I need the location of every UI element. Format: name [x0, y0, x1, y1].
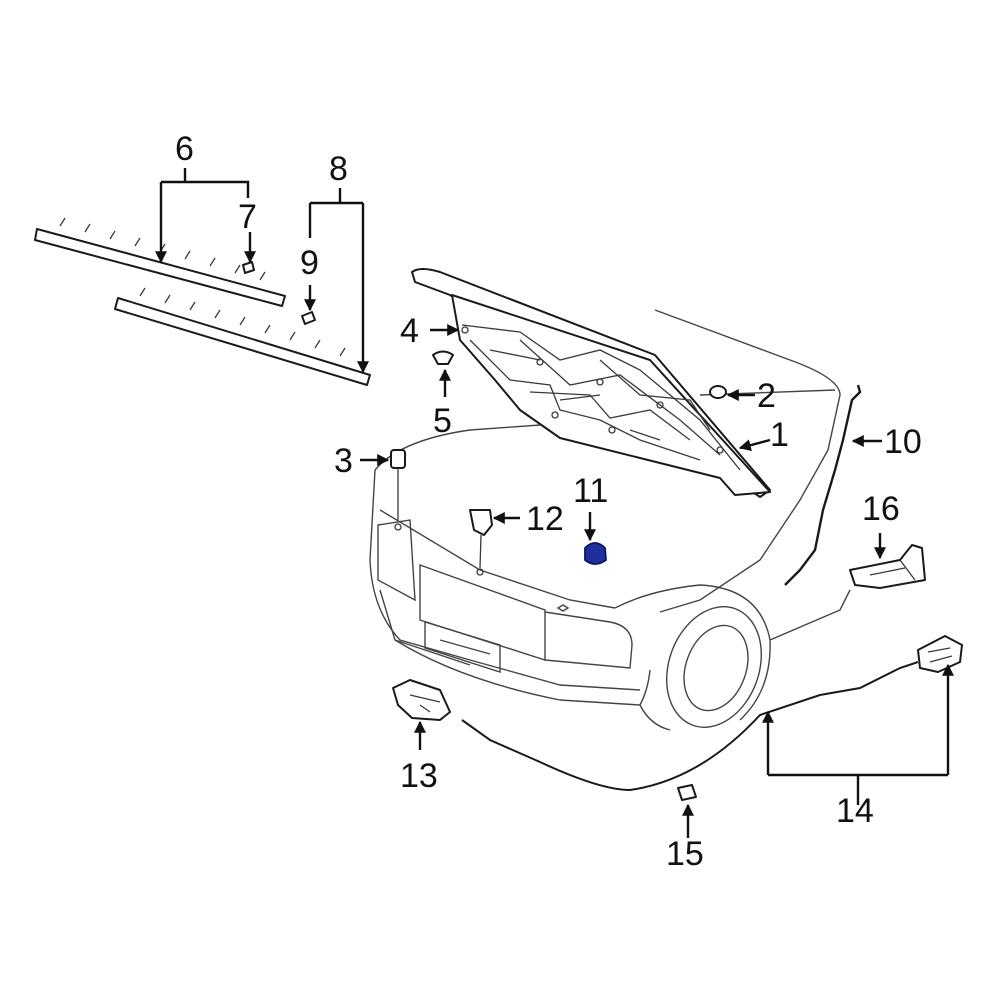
support-rod-part-3 [390, 449, 406, 520]
hinge-part-16 [849, 544, 926, 589]
callout-3: 3 [334, 442, 353, 480]
hood-moulding-upper [34, 217, 286, 307]
callout-6: 6 [175, 130, 194, 168]
cushion-part-2 [709, 385, 727, 399]
callout-8: 8 [329, 150, 348, 188]
callout-15: 15 [666, 835, 704, 873]
callout-7: 7 [238, 198, 257, 236]
callout-1: 1 [770, 416, 789, 454]
hood-panel [411, 268, 771, 498]
bracket-part-12 [469, 509, 493, 569]
callout-4: 4 [400, 312, 419, 350]
callout-16: 16 [862, 490, 900, 528]
clip-part-15 [677, 784, 697, 801]
clip-part-9 [301, 311, 316, 325]
callout-5: 5 [433, 402, 452, 440]
bumper-part-11-highlighted [584, 542, 607, 565]
callout-13: 13 [400, 757, 438, 795]
callout-11: 11 [573, 472, 608, 510]
lock-part-13 [392, 679, 451, 721]
callout-labels: 1 2 3 4 5 6 7 8 9 10 11 12 13 14 15 16 [175, 130, 922, 873]
callout-2: 2 [757, 377, 776, 415]
callout-9: 9 [300, 244, 319, 282]
leader-lines [155, 168, 954, 838]
release-cable-part-10 [784, 384, 862, 586]
vehicle-body-outline [369, 309, 851, 731]
hood-moulding-lower [114, 287, 371, 386]
callout-10: 10 [884, 423, 922, 461]
callout-14: 14 [836, 792, 874, 830]
clip-part-7 [242, 261, 255, 274]
stop-part-5 [432, 350, 454, 365]
callout-12: 12 [526, 500, 564, 538]
part-11-shape [584, 542, 607, 565]
cable-part-14 [461, 635, 963, 792]
